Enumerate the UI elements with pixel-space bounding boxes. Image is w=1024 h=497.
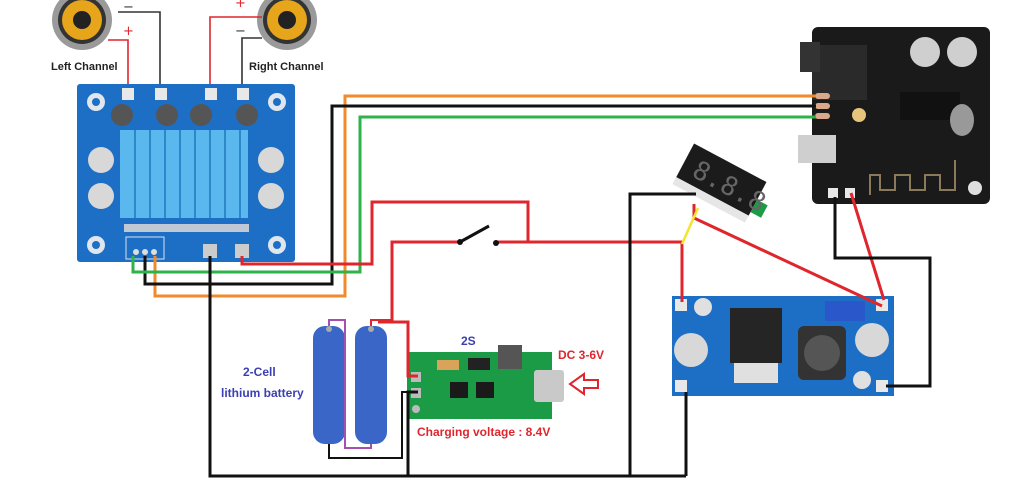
right-speaker <box>257 0 317 50</box>
bluetooth-module <box>798 27 990 204</box>
battery-title: 2-Cell <box>243 365 276 379</box>
left-minus-sign: − <box>123 0 134 15</box>
buck-converter <box>672 296 894 396</box>
voltmeter: 8.8.8 <box>672 143 770 223</box>
input-arrow-icon <box>568 372 599 396</box>
ground-wires <box>208 192 932 478</box>
amplifier-board <box>77 84 295 262</box>
battery-pack <box>313 326 387 444</box>
speaker-wires <box>108 11 262 95</box>
battery-subtitle: lithium battery <box>221 386 304 400</box>
battery-series-wire <box>328 319 372 449</box>
power-switch[interactable] <box>457 224 499 246</box>
left-speaker <box>52 0 112 50</box>
right-minus-sign: − <box>235 24 246 39</box>
voltmeter-signal-wire <box>680 207 700 245</box>
charger-input-label: DC 3-6V <box>558 348 605 362</box>
battery-positive-wire <box>370 319 392 326</box>
right-channel-label: Right Channel <box>249 61 324 73</box>
left-channel-label: Left Channel <box>51 61 118 73</box>
charging-voltage-label: Charging voltage : 8.4V <box>417 425 551 439</box>
audio-wires <box>131 94 816 298</box>
left-plus-sign: + <box>123 24 134 39</box>
right-plus-sign: + <box>235 0 246 11</box>
battery-negative-wire <box>328 391 418 459</box>
charger-type-label: 2S <box>461 334 476 348</box>
charger-board <box>407 345 564 419</box>
